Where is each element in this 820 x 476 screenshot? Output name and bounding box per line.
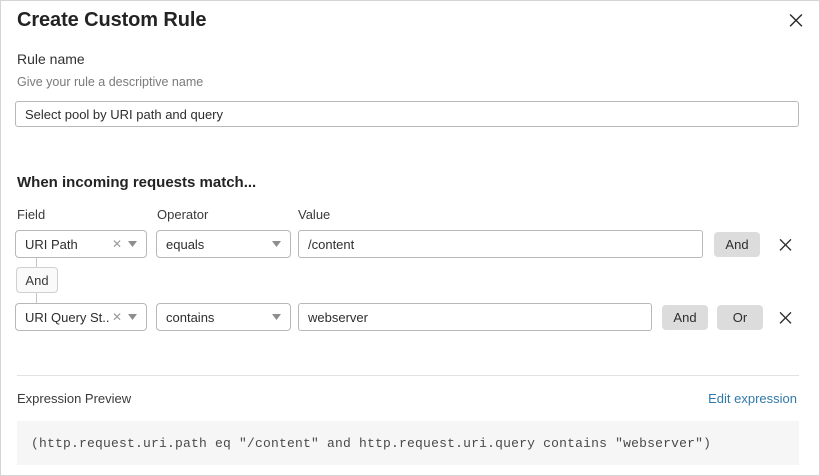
delete-glyph — [779, 311, 791, 324]
field-select-value-row-1: URI Path — [25, 236, 78, 252]
expression-code: (http.request.uri.path eq "/content" and… — [31, 435, 712, 451]
operator-select-value-row-2: contains — [166, 309, 215, 325]
chevron-down-icon — [272, 241, 281, 247]
group-connector-and[interactable]: And — [16, 267, 58, 293]
operator-select-row-1[interactable]: equals — [156, 230, 291, 258]
operator-select-row-2[interactable]: contains — [156, 303, 291, 331]
connector-line-top — [36, 258, 37, 267]
column-header-value: Value — [298, 207, 331, 222]
clear-x-icon[interactable]: ✕ — [111, 236, 122, 251]
expression-preview-box: (http.request.uri.path eq "/content" and… — [17, 421, 799, 465]
rule-name-help-text: Give your rule a descriptive name — [17, 75, 204, 89]
chevron-down-icon — [128, 314, 137, 320]
close-glyph — [789, 14, 803, 27]
delete-x-icon[interactable] — [774, 306, 796, 328]
conditions-heading: When incoming requests match... — [17, 174, 257, 191]
condition-row: URI Path ✕ equals And — [1, 230, 819, 258]
connector-line-bottom — [36, 293, 37, 303]
clear-x-icon[interactable]: ✕ — [111, 309, 122, 324]
expression-preview-label: Expression Preview — [17, 391, 132, 406]
field-select-value-row-2: URI Query St... — [25, 309, 110, 325]
close-icon[interactable] — [783, 7, 809, 33]
column-header-operator: Operator — [157, 207, 209, 222]
chevron-down-icon — [128, 241, 137, 247]
rule-name-input[interactable] — [15, 101, 799, 127]
column-header-field: Field — [17, 207, 46, 222]
and-button-row-1[interactable]: And — [714, 232, 760, 257]
page-title: Create Custom Rule — [17, 9, 207, 31]
value-input-row-1[interactable] — [298, 230, 703, 258]
and-button-row-2[interactable]: And — [662, 305, 708, 330]
delete-glyph — [779, 238, 791, 251]
rule-name-label: Rule name — [17, 51, 85, 67]
condition-row: URI Query St... ✕ contains And Or — [1, 303, 819, 331]
field-select-row-1[interactable]: URI Path ✕ — [15, 230, 147, 258]
operator-select-value-row-1: equals — [166, 236, 205, 252]
chevron-down-icon — [272, 314, 281, 320]
edit-expression-link[interactable]: Edit expression — [708, 391, 797, 406]
field-select-row-2[interactable]: URI Query St... ✕ — [15, 303, 147, 331]
value-input-row-2[interactable] — [298, 303, 652, 331]
section-divider — [17, 375, 799, 376]
delete-x-icon[interactable] — [774, 233, 796, 255]
or-button-row-2[interactable]: Or — [717, 305, 763, 330]
